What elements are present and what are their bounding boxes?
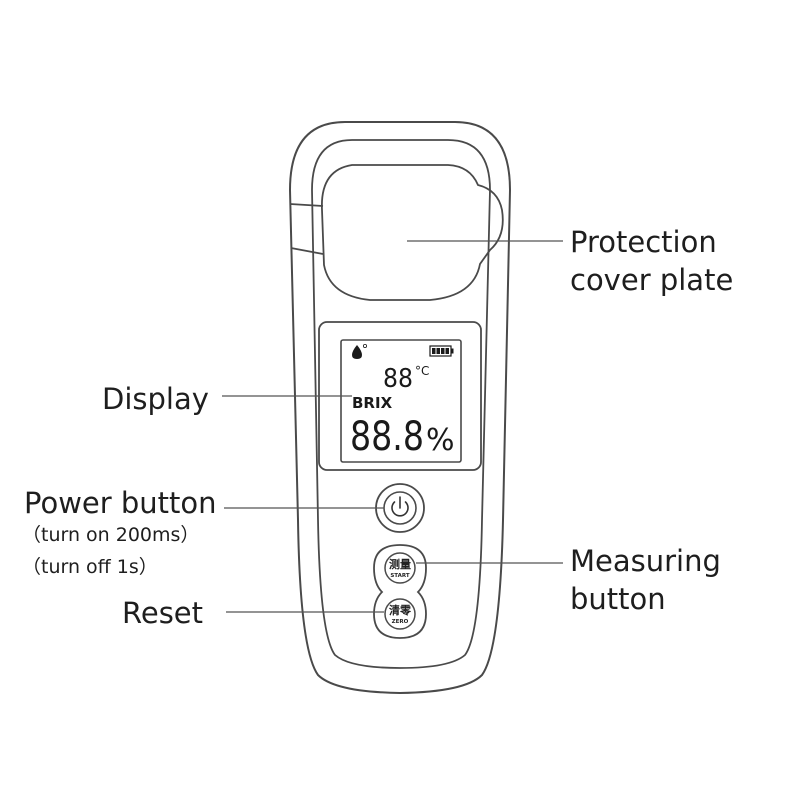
lcd-reading: 88.8 <box>350 414 424 460</box>
label-power-on-note: （turn on 200ms） <box>22 524 200 546</box>
label-reset: Reset <box>122 596 204 630</box>
measure-button-cjk: 测量 <box>389 557 411 571</box>
protection-cover-plate <box>321 164 504 301</box>
zero-button[interactable]: 清零 ZERO <box>384 598 416 630</box>
measure-button[interactable]: 测量 START <box>384 552 416 584</box>
label-protection-line1: Protection <box>570 225 717 259</box>
device-inner-body <box>311 139 491 669</box>
label-display: Display <box>102 382 209 416</box>
battery-icon <box>429 345 454 357</box>
lcd-temperature: 88 <box>383 364 413 394</box>
label-power-button: Power button <box>24 486 217 520</box>
zero-button-en: ZERO <box>392 619 409 625</box>
lcd-reading-unit: % <box>426 423 455 458</box>
lcd-temperature-unit: °C <box>415 364 429 378</box>
droplet-icon <box>352 343 367 359</box>
label-measuring-line2: button <box>570 582 666 616</box>
label-power-off-note: （turn off 1s） <box>22 556 158 578</box>
button-housing <box>373 544 427 639</box>
label-measuring-line1: Measuring <box>570 544 721 578</box>
lcd-mode: BRIX <box>352 394 393 412</box>
hinge-line-bottom <box>290 247 324 255</box>
measure-button-en: START <box>390 573 410 579</box>
lcd-screen <box>340 339 462 463</box>
zero-button-cjk: 清零 <box>389 603 412 617</box>
label-protection-line2: cover plate <box>570 263 734 297</box>
hinge-line-top <box>289 203 324 207</box>
power-icon <box>391 496 409 517</box>
device-outer-body <box>288 121 512 695</box>
